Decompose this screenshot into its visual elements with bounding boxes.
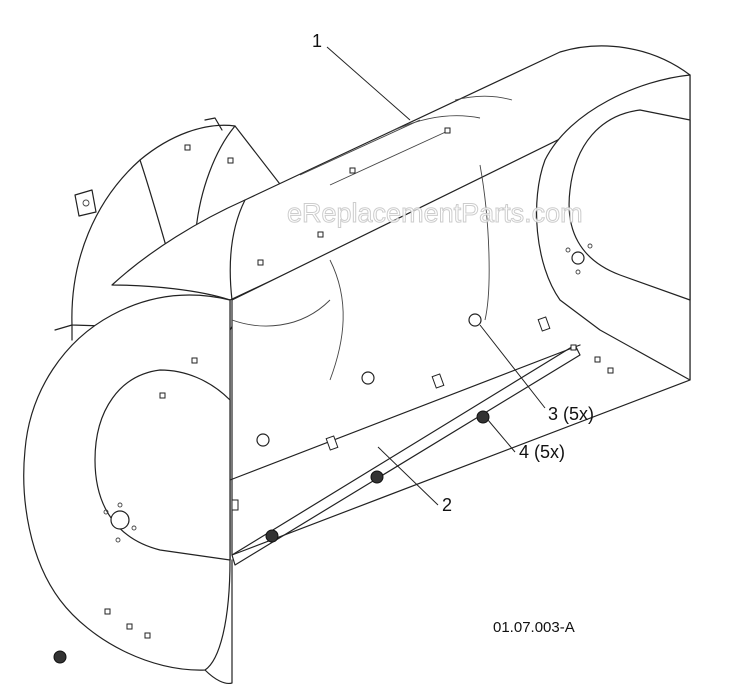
callout-3: 3 (5x) — [548, 404, 594, 424]
callout-1: 1 — [312, 31, 322, 51]
drawing-number: 01.07.003-A — [493, 619, 575, 636]
nut-1 — [476, 410, 490, 424]
callout-2: 2 — [442, 495, 452, 515]
callout-4: 4 (5x) — [519, 442, 565, 462]
nut-set — [53, 410, 490, 664]
watermark-text: eReplacementParts.com — [287, 198, 583, 228]
nut-2 — [370, 470, 384, 484]
nut-4 — [53, 650, 67, 664]
housing-left-side-plate — [23, 294, 233, 685]
callout-leaders — [326, 46, 546, 506]
nut-3 — [265, 529, 279, 543]
housing-right-side-plate — [535, 74, 691, 381]
